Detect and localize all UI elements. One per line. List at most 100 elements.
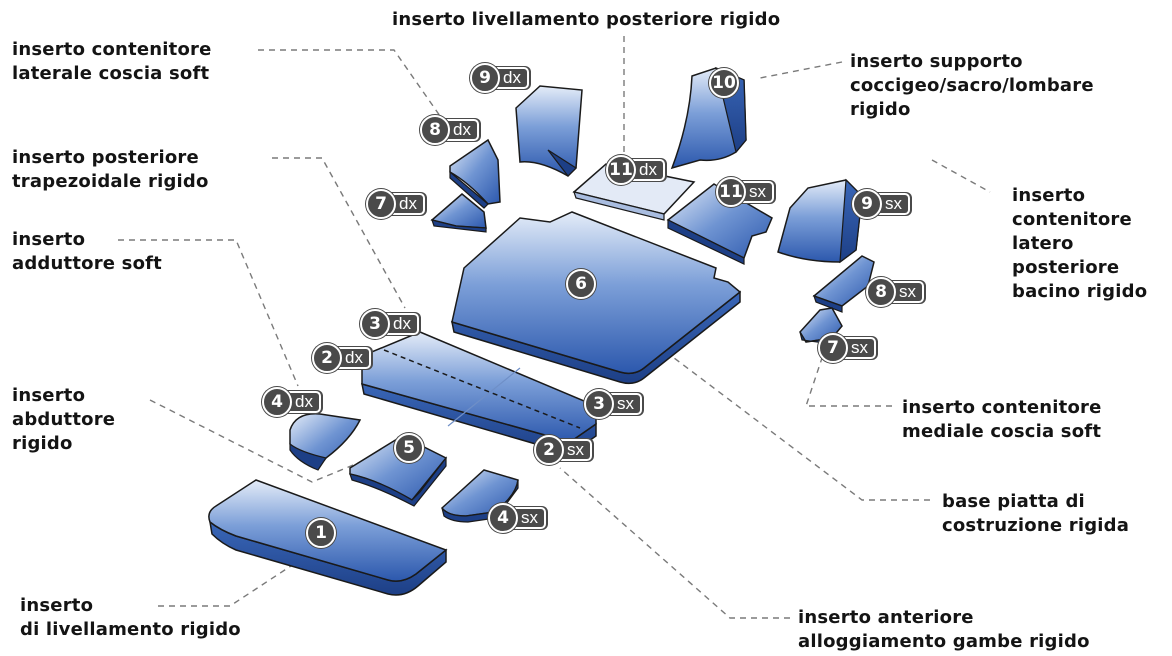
tag-side: dx bbox=[384, 313, 419, 335]
label-line: abduttore bbox=[12, 409, 116, 430]
tag-number: 3 bbox=[360, 309, 390, 339]
label-line: inserto bbox=[20, 595, 94, 616]
label-line: rigido bbox=[12, 433, 73, 454]
tag-side: dx bbox=[444, 119, 479, 141]
tag-number: 5 bbox=[394, 433, 424, 463]
tag-4-dx: 4 dx bbox=[262, 387, 321, 417]
label-lateral-thigh-soft: inserto contenitore laterale coscia soft bbox=[12, 38, 212, 86]
tag-number: 7 bbox=[366, 189, 396, 219]
tag-number: 8 bbox=[420, 115, 450, 145]
label-line: inserto anteriore bbox=[798, 607, 974, 628]
label-line: inserto supporto bbox=[850, 51, 1023, 72]
label-line: inserto livellamento posteriore rigido bbox=[392, 9, 781, 30]
tag-10: 10 bbox=[709, 68, 739, 98]
tag-number: 6 bbox=[566, 269, 596, 299]
label-line: adduttore soft bbox=[12, 253, 162, 274]
label-line: inserto bbox=[1012, 185, 1086, 206]
tag-11-dx: 11 dx bbox=[606, 155, 665, 185]
tag-number: 9 bbox=[470, 63, 500, 93]
tag-number: 8 bbox=[866, 277, 896, 307]
tag-side: dx bbox=[286, 391, 321, 413]
label-trapezoidal: inserto posteriore trapezoidale rigido bbox=[12, 146, 209, 194]
label-line: inserto bbox=[12, 385, 86, 406]
tag-number: 4 bbox=[262, 387, 292, 417]
label-anterior-legs: inserto anteriore alloggiamento gambe ri… bbox=[798, 606, 1090, 654]
tag-4-sx: 4 sx bbox=[488, 503, 546, 533]
tag-3-sx: 3 sx bbox=[584, 389, 642, 419]
label-line: bacino rigido bbox=[1012, 281, 1148, 302]
label-line: latero bbox=[1012, 233, 1074, 254]
tag-number: 2 bbox=[534, 435, 564, 465]
tag-number: 11 bbox=[606, 155, 636, 185]
tag-number: 10 bbox=[709, 68, 739, 98]
tag-5: 5 bbox=[394, 433, 424, 463]
tag-number: 3 bbox=[584, 389, 614, 419]
label-medial-thigh: inserto contenitore mediale coscia soft bbox=[902, 396, 1102, 444]
tag-side: sx bbox=[512, 507, 546, 529]
tag-side: sx bbox=[608, 393, 642, 415]
label-line: rigido bbox=[850, 99, 911, 120]
label-line: laterale coscia soft bbox=[12, 63, 210, 84]
tag-side: sx bbox=[740, 181, 774, 203]
label-line: alloggiamento gambe rigido bbox=[798, 631, 1090, 652]
tag-side: sx bbox=[876, 193, 910, 215]
tag-2-sx: 2 sx bbox=[534, 435, 592, 465]
leader-abductor bbox=[149, 399, 381, 483]
label-leveling-insert: inserto di livellamento rigido bbox=[20, 594, 241, 642]
label-line: contenitore bbox=[1012, 209, 1132, 230]
tag-9-dx: 9 dx bbox=[470, 63, 529, 93]
piece-9-sx bbox=[777, 178, 863, 264]
label-line: inserto contenitore bbox=[902, 397, 1102, 418]
label-line: posteriore bbox=[1012, 257, 1120, 278]
leader-flat-base bbox=[599, 301, 930, 501]
label-latero-posterior-pelvis: inserto contenitore latero posteriore ba… bbox=[1012, 184, 1147, 304]
tag-side: sx bbox=[890, 281, 924, 303]
tag-7-dx: 7 dx bbox=[366, 189, 425, 219]
tag-number: 1 bbox=[306, 518, 336, 548]
leader-latero-posterior bbox=[931, 159, 991, 193]
label-line: coccigeo/sacro/lombare bbox=[850, 75, 1094, 96]
label-adductor: inserto adduttore soft bbox=[12, 228, 162, 276]
tag-side: dx bbox=[630, 159, 665, 181]
leader-lateral-thigh bbox=[258, 49, 441, 117]
piece-8-dx bbox=[449, 138, 501, 209]
label-line: costruzione rigida bbox=[942, 515, 1130, 536]
label-abductor: inserto abduttore rigido bbox=[12, 384, 115, 456]
tag-side: dx bbox=[390, 193, 425, 215]
label-posterior-leveling: inserto livellamento posteriore rigido bbox=[392, 8, 780, 32]
label-line: di livellamento rigido bbox=[20, 619, 241, 640]
piece-9-dx bbox=[515, 85, 583, 177]
leader-anterior-legs bbox=[559, 467, 790, 619]
piece-11-sx bbox=[666, 183, 773, 265]
tag-3-dx: 3 dx bbox=[360, 309, 419, 339]
label-line: base piatta di bbox=[942, 491, 1085, 512]
tag-number: 11 bbox=[716, 177, 746, 207]
label-line: trapezoidale rigido bbox=[12, 171, 209, 192]
tag-11-sx: 11 sx bbox=[716, 177, 774, 207]
tag-7-sx: 7 sx bbox=[818, 333, 876, 363]
tag-8-sx: 8 sx bbox=[866, 277, 924, 307]
leader-coccygeal bbox=[759, 61, 843, 79]
piece-6-flat-base bbox=[451, 211, 742, 385]
leader-trapezoidal bbox=[272, 157, 406, 309]
label-flat-base: base piatta di costruzione rigida bbox=[942, 490, 1129, 538]
tag-number: 7 bbox=[818, 333, 848, 363]
piece-4-dx bbox=[289, 413, 362, 471]
tag-2-dx: 2 dx bbox=[312, 343, 371, 373]
leader-leveling bbox=[158, 559, 301, 607]
tag-side: sx bbox=[842, 337, 876, 359]
piece-7-dx bbox=[430, 193, 487, 233]
tag-9-sx: 9 sx bbox=[852, 189, 910, 219]
tag-side: dx bbox=[336, 347, 371, 369]
tag-side: dx bbox=[494, 67, 529, 89]
leader-lines bbox=[118, 36, 991, 619]
tag-number: 4 bbox=[488, 503, 518, 533]
label-line: inserto contenitore bbox=[12, 39, 212, 60]
tag-8-dx: 8 dx bbox=[420, 115, 479, 145]
label-line: mediale coscia soft bbox=[902, 421, 1102, 442]
tag-side: sx bbox=[558, 439, 592, 461]
label-line: inserto bbox=[12, 229, 86, 250]
piece-8-sx bbox=[812, 255, 875, 313]
tag-number: 2 bbox=[312, 343, 342, 373]
